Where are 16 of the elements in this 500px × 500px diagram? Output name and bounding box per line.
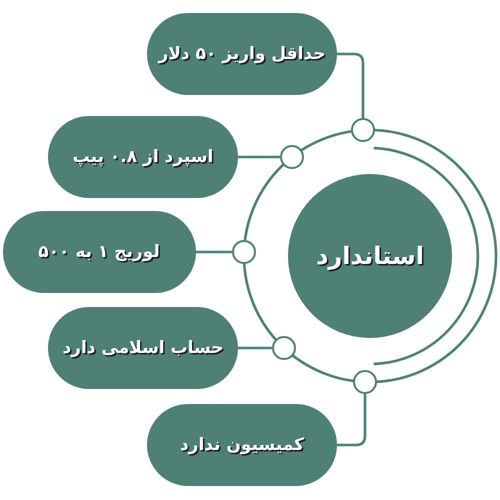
junction-circle xyxy=(272,336,296,360)
connector-line xyxy=(196,250,232,254)
node-text: کمیسیون ندارد xyxy=(180,434,304,456)
connector-line xyxy=(238,346,272,350)
junction-circle xyxy=(351,118,375,142)
junction-circle xyxy=(280,145,304,169)
connector-line xyxy=(337,394,366,446)
node-text: استاندارد xyxy=(316,242,424,270)
junction-circle xyxy=(232,240,256,264)
node-text: اسپرد از ۰.۸ پیپ xyxy=(72,146,214,168)
node-text: حداقل واریز ۵۰ دلار xyxy=(158,44,326,64)
connector-line xyxy=(238,156,280,158)
junction-circle xyxy=(353,370,377,394)
connector-line xyxy=(337,52,364,118)
node-text: حساب اسلامی دارد xyxy=(62,338,224,358)
node-text: لوریج ۱ به ۵۰۰ xyxy=(38,242,160,262)
